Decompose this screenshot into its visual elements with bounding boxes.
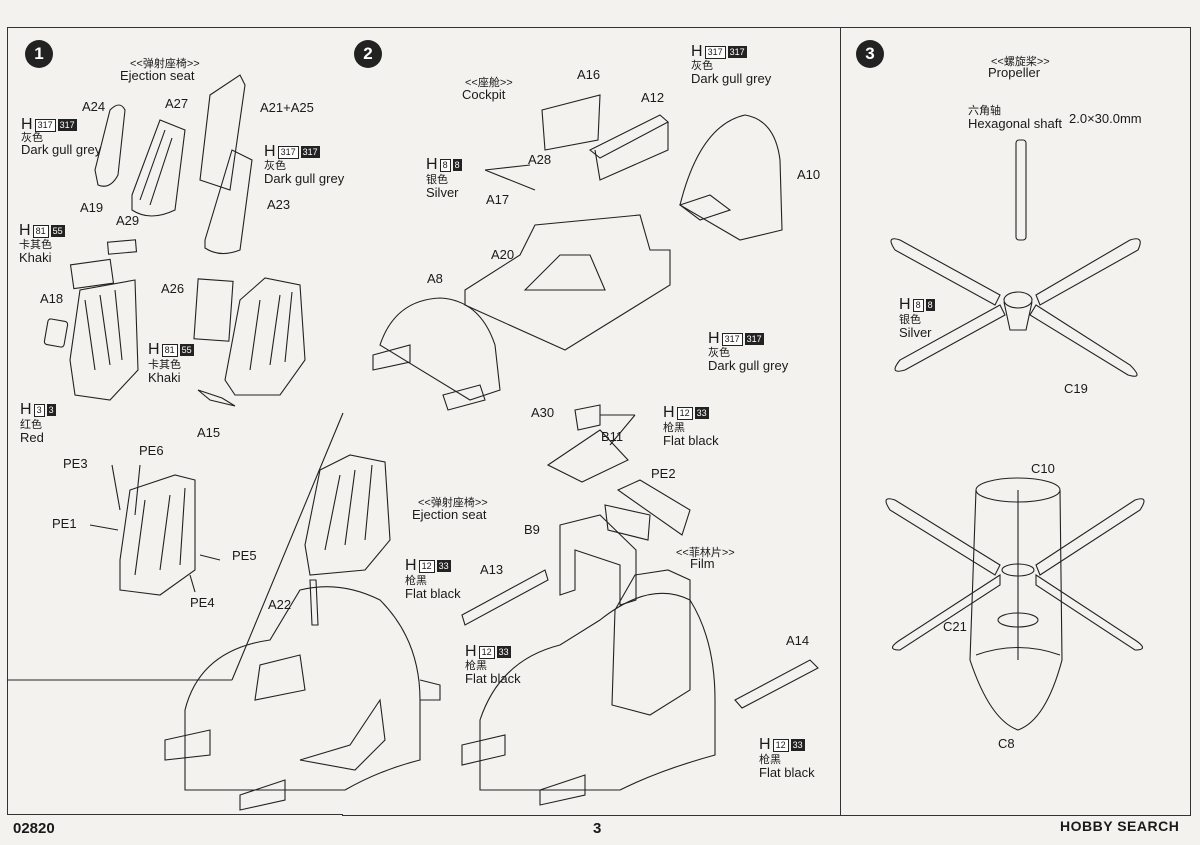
step1-color-cn-2: 灰色 xyxy=(264,160,286,172)
part-c21: C21 xyxy=(943,619,967,634)
part-c19: C19 xyxy=(1064,381,1088,396)
step2-color-cn-1: 灰色 xyxy=(691,60,713,72)
step1-color-cn-1: 灰色 xyxy=(21,132,43,144)
step1b-title-cn: <<弹射座椅>> xyxy=(418,497,488,509)
panel-step3 xyxy=(840,27,1191,816)
part-pe1: PE1 xyxy=(52,516,77,531)
part-pe6: PE6 xyxy=(139,443,164,458)
step2-title-cn: <<座舱>> xyxy=(465,77,513,89)
part-b11: B11 xyxy=(601,429,624,444)
part-a28: A28 xyxy=(528,152,552,167)
step1b-color-en-1: Flat black xyxy=(405,586,461,601)
step2-color-cn-6: 枪黑 xyxy=(759,754,781,766)
step3-title-cn: <<螺旋桨>> xyxy=(991,56,1050,68)
watermark: HOBBY SEARCH xyxy=(1060,818,1180,834)
part-a16: A16 xyxy=(577,67,601,82)
step2-color-cn-2: 银色 xyxy=(426,174,448,186)
part-c8: C8 xyxy=(998,736,1015,751)
panel-step1 xyxy=(7,27,344,414)
part-a23: A23 xyxy=(267,197,291,212)
step3-color-cn-1: 银色 xyxy=(899,314,921,326)
step2-film-cn: <<菲林片>> xyxy=(676,547,735,559)
step2-color-cn-3: 灰色 xyxy=(708,347,730,359)
step3-shaft-cn: 六角轴 xyxy=(968,105,1001,117)
step2-color-en-3: Dark gull grey xyxy=(708,358,789,373)
part-c10: C10 xyxy=(1031,461,1055,476)
part-a26: A26 xyxy=(161,281,185,296)
step2-color-en-1: Dark gull grey xyxy=(691,71,772,86)
part-pe3: PE3 xyxy=(63,456,88,471)
part-a10: A10 xyxy=(797,167,821,182)
step-number-3: 3 xyxy=(856,40,884,68)
part-a29: A29 xyxy=(116,213,140,228)
step3-shaft-size: 2.0×30.0mm xyxy=(1069,111,1142,126)
part-a24: A24 xyxy=(82,99,106,114)
panel-bottom-left xyxy=(7,412,343,815)
part-a18: A18 xyxy=(40,291,64,306)
step1-color-en-3: Khaki xyxy=(19,250,52,265)
step3-color-en-1: Silver xyxy=(899,325,932,340)
step2-title-en: Cockpit xyxy=(462,87,506,102)
step2-color-en-6: Flat black xyxy=(759,765,815,780)
step1-color-cn-5: 红色 xyxy=(20,419,42,431)
step2-color-en-2: Silver xyxy=(426,185,459,200)
part-a17: A17 xyxy=(486,192,510,207)
part-a8: A8 xyxy=(427,271,443,286)
step1b-title-en: Ejection seat xyxy=(412,507,487,522)
step-number-1: 1 xyxy=(25,40,53,68)
step1-title-cn: <<弹射座椅>> xyxy=(130,58,200,70)
part-b9: B9 xyxy=(524,522,540,537)
part-a14: A14 xyxy=(786,633,810,648)
part-a30: A30 xyxy=(531,405,555,420)
step2-color-cn-4: 枪黑 xyxy=(663,422,685,434)
part-a21a25: A21+A25 xyxy=(260,100,314,115)
step1-color-en-4: Khaki xyxy=(148,370,181,385)
part-pe2: PE2 xyxy=(651,466,676,481)
part-a27: A27 xyxy=(165,96,189,111)
part-pe5: PE5 xyxy=(232,548,257,563)
step1-title-en: Ejection seat xyxy=(120,68,195,83)
step2-color-en-5: Flat black xyxy=(465,671,521,686)
step2-color-en-4: Flat black xyxy=(663,433,719,448)
step-number-2: 2 xyxy=(354,40,382,68)
step2-color-cn-5: 枪黑 xyxy=(465,660,487,672)
part-pe4: PE4 xyxy=(190,595,215,610)
step1-color-en-2: Dark gull grey xyxy=(264,171,345,186)
step2-film-en: Film xyxy=(690,556,715,571)
step3-title-en: Propeller xyxy=(988,65,1041,80)
step1-color-en-1: Dark gull grey xyxy=(21,142,102,157)
page-number: 3 xyxy=(593,820,602,837)
panel-step2 xyxy=(342,27,841,816)
part-a12: A12 xyxy=(641,90,665,105)
part-a22: A22 xyxy=(268,597,292,612)
part-a15: A15 xyxy=(197,425,221,440)
part-a20: A20 xyxy=(491,247,515,262)
model-code: 02820 xyxy=(13,820,55,837)
part-a19: A19 xyxy=(80,200,104,215)
step1-color-cn-4: 卡其色 xyxy=(148,359,181,371)
step1b-color-cn-1: 枪黑 xyxy=(405,575,427,587)
step1-color-cn-3: 卡其色 xyxy=(19,239,52,251)
part-a13: A13 xyxy=(480,562,504,577)
step3-shaft-en: Hexagonal shaft xyxy=(968,116,1062,131)
step1-color-en-5: Red xyxy=(20,430,44,445)
